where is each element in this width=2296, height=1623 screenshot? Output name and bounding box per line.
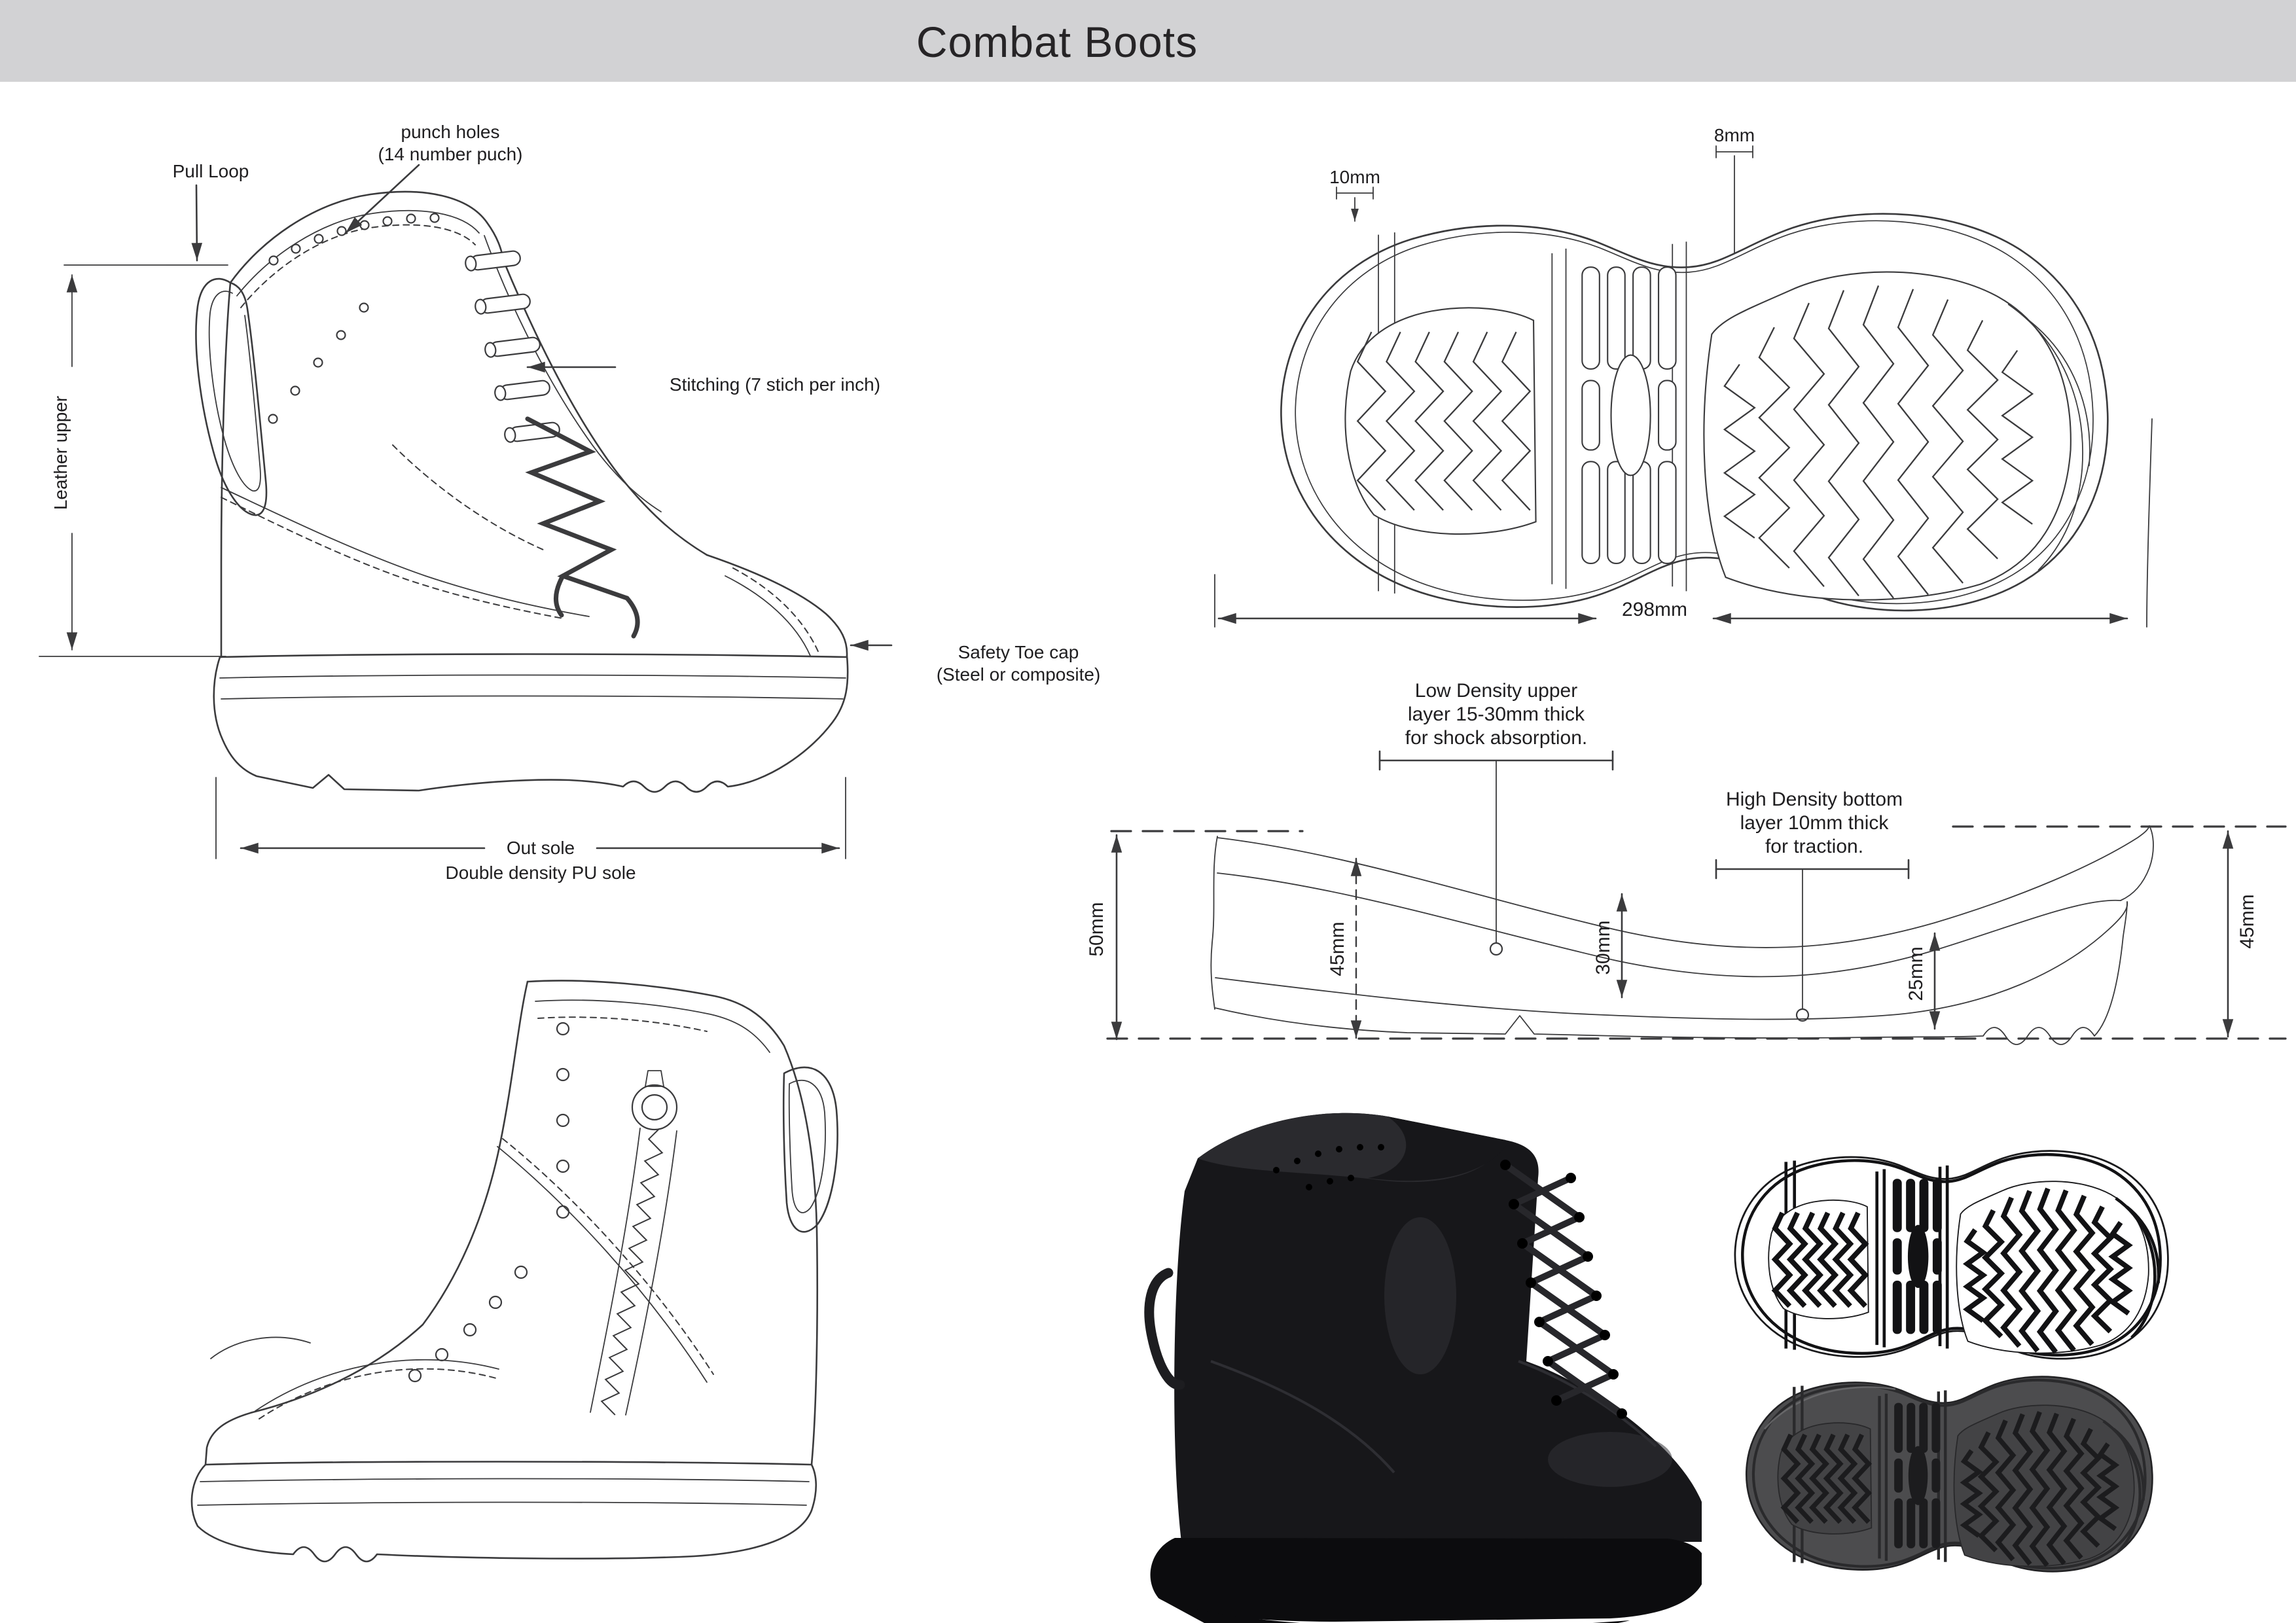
sole-tread-dark bbox=[1746, 1376, 2153, 1573]
dim-8mm-label: 8mm bbox=[1713, 125, 1755, 145]
sole-tread-outline bbox=[1734, 1150, 2169, 1360]
toe-cap-line2: (Steel or composite) bbox=[936, 664, 1101, 685]
high-density-line1: High Density bottom bbox=[1725, 789, 1903, 810]
low-density-line1: Low Density upper bbox=[1414, 680, 1578, 702]
high-density-line3: for traction. bbox=[1765, 836, 1864, 857]
dim-30mm-label: 30mm bbox=[1592, 920, 1614, 975]
outsole-label: Out sole Double density PU sole bbox=[445, 836, 636, 885]
vamp-seam bbox=[1518, 1360, 1657, 1448]
dim-10mm-label: 10mm bbox=[1329, 167, 1380, 187]
perforation-dots bbox=[1273, 1144, 1384, 1190]
low-density-line3: for shock absorption. bbox=[1405, 727, 1588, 749]
sole-tread-strip bbox=[1158, 1598, 1630, 1623]
page-title: Combat Boots bbox=[916, 18, 1198, 66]
high-density-line2: layer 10mm thick bbox=[1740, 812, 1889, 834]
outsole-line2: Double density PU sole bbox=[445, 863, 636, 883]
outsole-line1: Out sole bbox=[506, 838, 575, 858]
quarter-seam bbox=[1210, 1360, 1395, 1474]
toe-cap-label: Safety Toe cap (Steel or composite) bbox=[937, 641, 1101, 686]
title-bar bbox=[0, 0, 2296, 82]
stitching-label: Stitching (7 stich per inch) bbox=[669, 374, 881, 395]
punch-holes-line1: punch holes bbox=[401, 122, 500, 142]
dim-25mm-label: 25mm bbox=[1905, 946, 1927, 1001]
sole-bottom-diagram bbox=[1280, 213, 2109, 612]
low-density-line2: layer 15-30mm thick bbox=[1407, 704, 1585, 725]
laces bbox=[1500, 1160, 1627, 1419]
leather-upper-label: Leather upper bbox=[50, 395, 71, 510]
low-density-note: Low Density upper layer 15-30mm thick fo… bbox=[1405, 679, 1587, 750]
toe-highlight bbox=[1548, 1432, 1672, 1487]
toe-cap-line1: Safety Toe cap bbox=[958, 642, 1079, 662]
dim-50mm-label: 50mm bbox=[1086, 902, 1107, 957]
punch-holes-line2: (14 number puch) bbox=[378, 144, 523, 164]
dim-45mm-left-label: 45mm bbox=[1327, 921, 1348, 976]
sole-cross-section bbox=[1106, 825, 2287, 1045]
boot-photo-sole bbox=[1150, 1538, 1702, 1622]
dimension-lines bbox=[39, 145, 2153, 1022]
side-view-boot-drawing bbox=[195, 190, 849, 793]
zip-boot-drawing bbox=[190, 980, 838, 1563]
shaft-highlight bbox=[1384, 1217, 1456, 1374]
dim-45mm-right-label: 45mm bbox=[2236, 894, 2258, 949]
punch-holes-label: punch holes (14 number puch) bbox=[378, 121, 522, 166]
pull-loop-label: Pull Loop bbox=[172, 161, 249, 181]
pull-loop-photo bbox=[1144, 1268, 1185, 1390]
dim-298mm-label: 298mm bbox=[1621, 599, 1688, 620]
boot-photo-tongue bbox=[1368, 1116, 1509, 1181]
high-density-note: High Density bottom layer 10mm thick for… bbox=[1726, 788, 1903, 859]
boot-photo bbox=[1144, 1113, 1702, 1623]
